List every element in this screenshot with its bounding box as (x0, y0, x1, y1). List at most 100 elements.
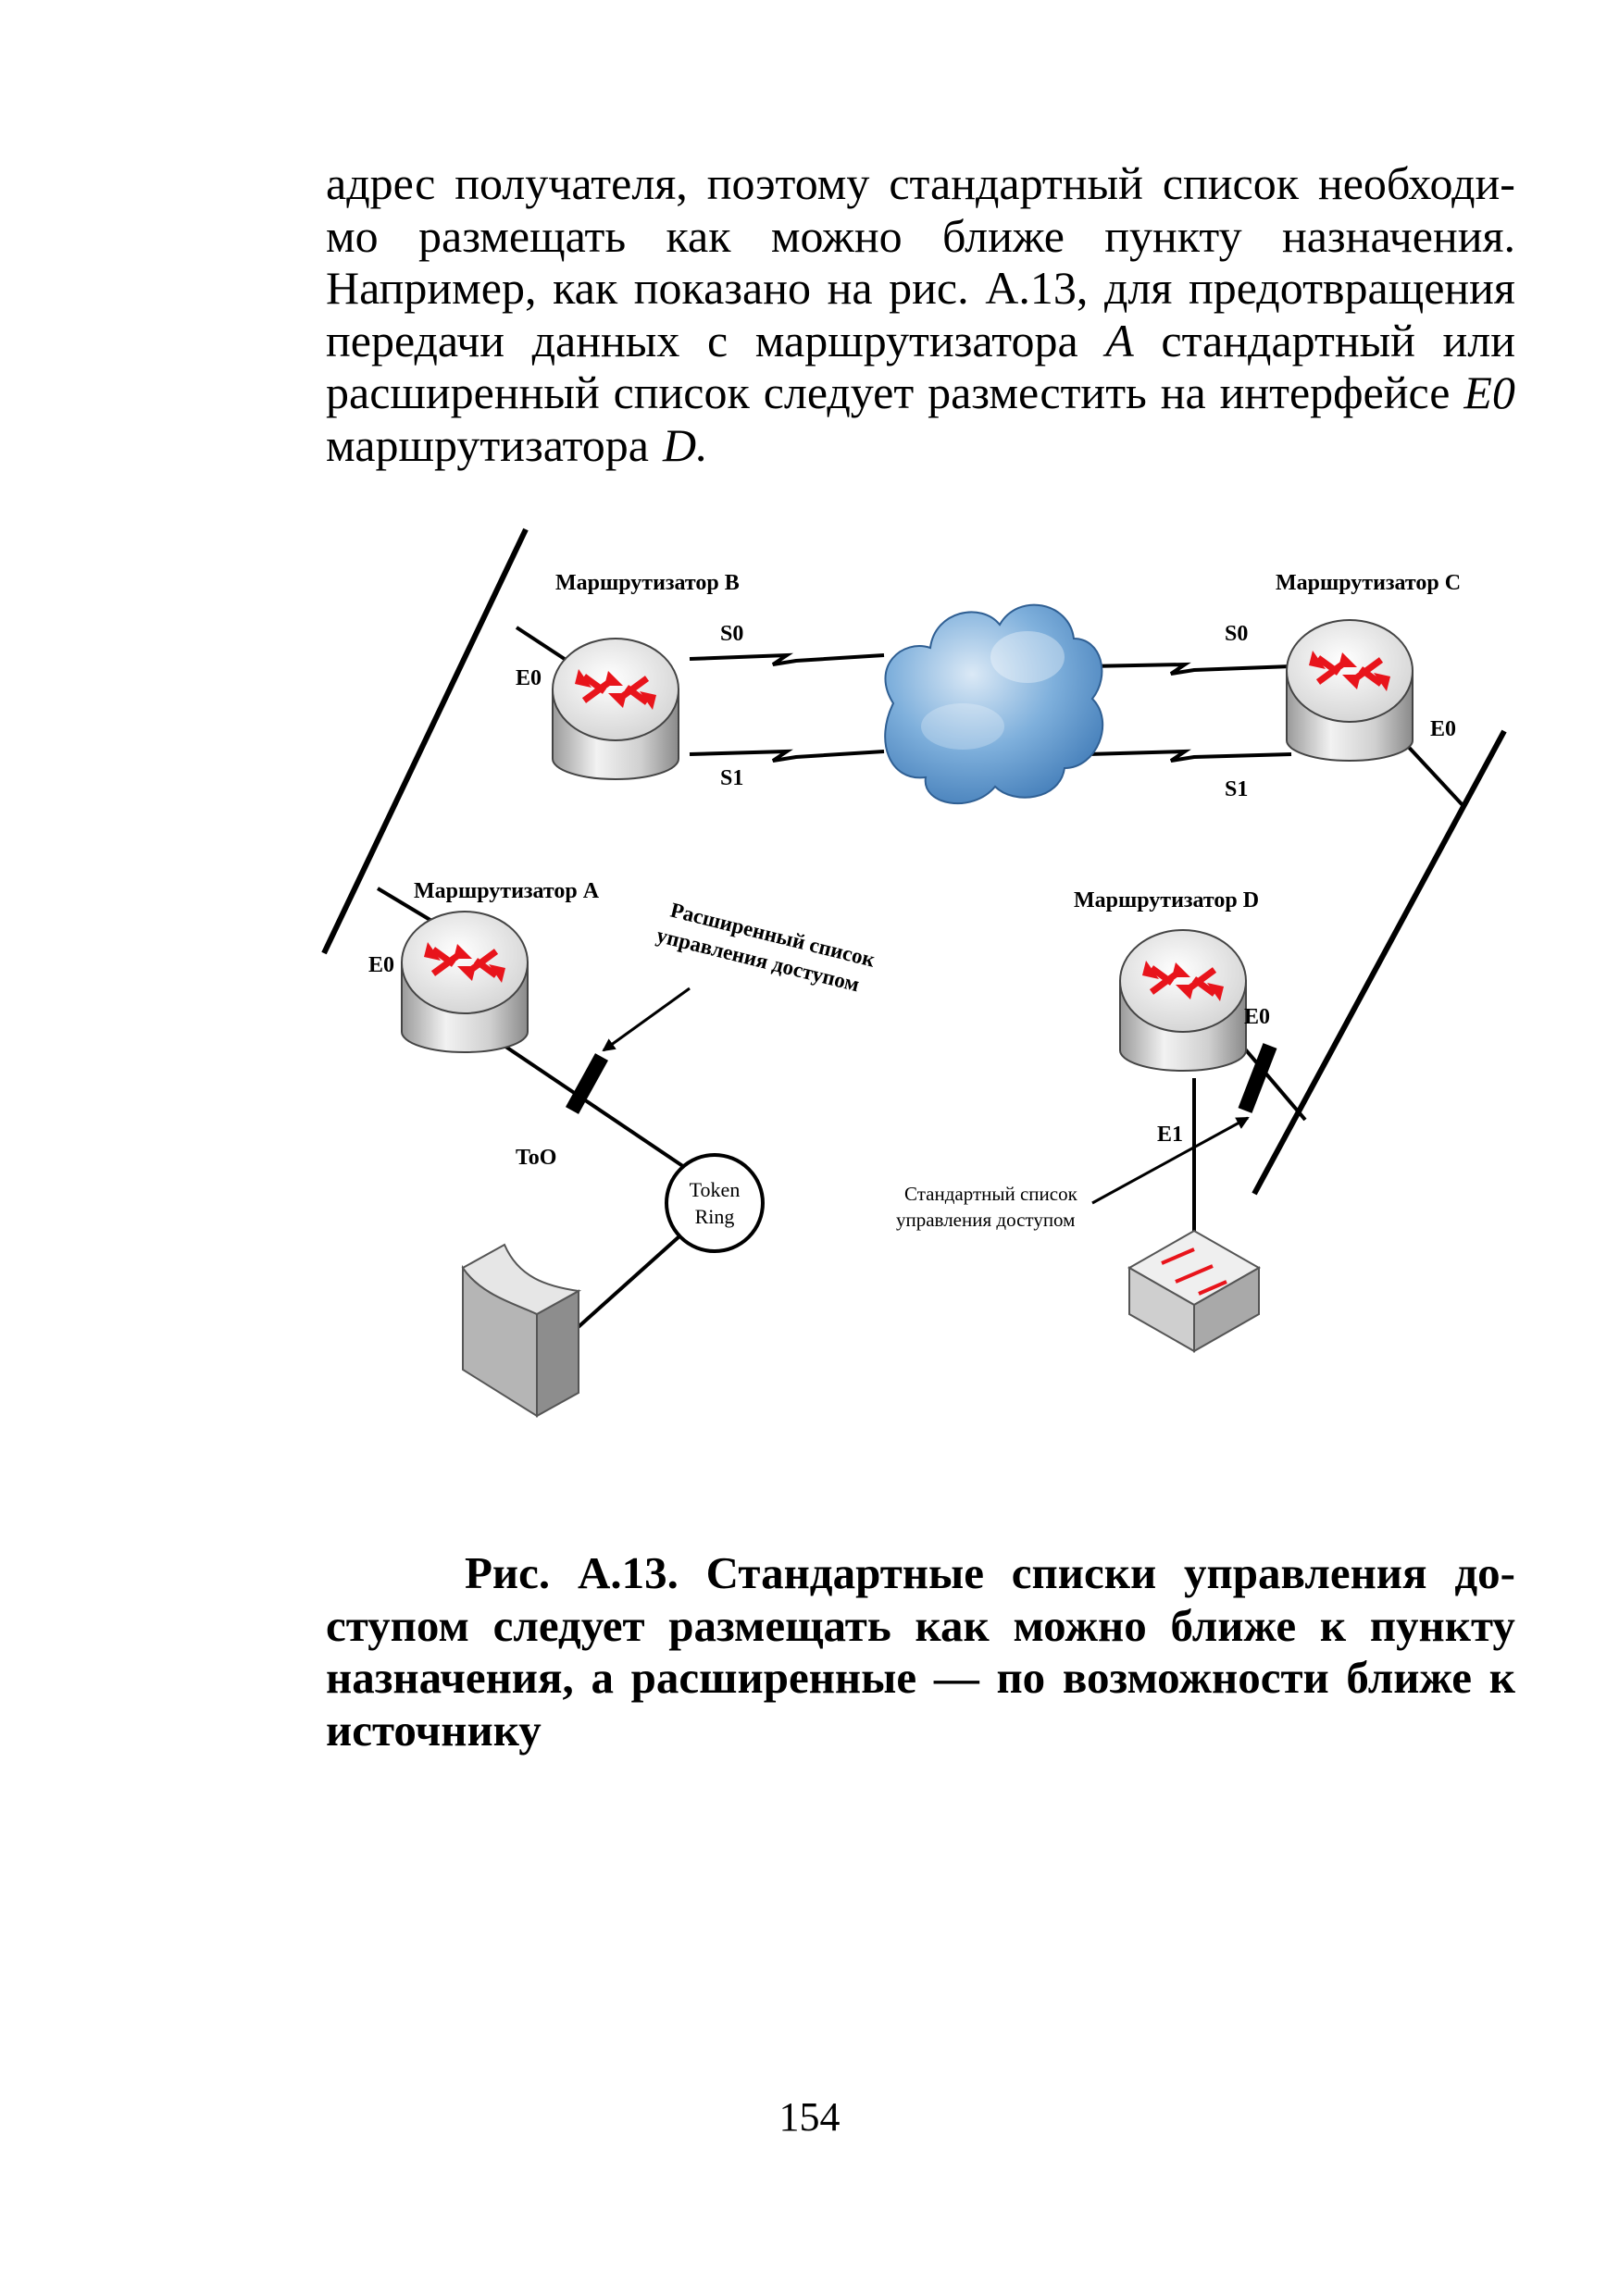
router-b-s1-label: S1 (720, 766, 743, 790)
body-word: список (1162, 157, 1300, 209)
router-b-icon (552, 638, 679, 780)
body-word: необходи- (1317, 157, 1515, 209)
caption-word: по (996, 1652, 1046, 1703)
router-b-e0-label: E0 (516, 666, 542, 690)
body-word: расширенный (326, 366, 600, 418)
token-ring-label-2: Ring (695, 1205, 735, 1228)
body-word: назначения. (1281, 209, 1515, 262)
caption-word: А.13. (577, 1547, 679, 1598)
standard-acl-marker (1238, 1043, 1277, 1113)
body-word: с (706, 314, 729, 366)
router-d-label: Маршрутизатор D (1074, 888, 1259, 912)
body-word: следует (763, 366, 915, 418)
caption-word: следует (492, 1599, 645, 1651)
router-c-icon (1286, 619, 1414, 762)
body-word: A (1105, 314, 1134, 366)
router-a-too-label: ToO (516, 1146, 556, 1170)
caption-word: до- (1454, 1547, 1515, 1598)
router-a-icon (401, 911, 529, 1053)
body-paragraph: адрес получателя, поэтому стандартный список… (326, 157, 1515, 471)
caption-word: управления (1184, 1547, 1427, 1598)
caption-word: ближе (1346, 1652, 1473, 1703)
caption-word: размещать (668, 1599, 891, 1651)
caption-word: а (591, 1652, 614, 1703)
router-c-label: Маршрутизатор C (1276, 571, 1461, 595)
extended-acl-marker (565, 1053, 609, 1114)
switch-icon (1127, 1229, 1262, 1353)
body-word: показано (633, 262, 811, 314)
caption-word: ступом (326, 1599, 469, 1651)
body-word: список (613, 366, 750, 418)
body-word: как (553, 262, 618, 314)
body-word: пункту (1104, 209, 1242, 262)
network-diagram: Маршрутизатор B Маршрутизатор C Маршрути… (321, 527, 1507, 1418)
caption-word: — (933, 1652, 979, 1703)
caption-word: пункту (1369, 1599, 1515, 1651)
body-word: стандартный (889, 157, 1143, 209)
caption-word: ближе (1170, 1599, 1297, 1651)
body-word: А.13, (985, 262, 1089, 314)
caption-word: возможности (1062, 1652, 1329, 1703)
page-number: 154 (778, 2094, 841, 2140)
body-word: поэтому (706, 157, 870, 209)
router-c-s1-label: S1 (1225, 777, 1248, 801)
body-word: мо (326, 209, 379, 262)
body-word: на (827, 262, 873, 314)
router-a-label: Маршрутизатор A (414, 879, 600, 903)
ethernet-segment-right (1252, 729, 1507, 1196)
serial-link-c-s1 (1087, 749, 1292, 763)
body-line: Например, как показано на рис. А.13, для предот… (326, 262, 1515, 315)
body-word: маршрутизатора (326, 418, 649, 471)
body-word: можно (770, 209, 903, 262)
router-c-e0-label: E0 (1430, 717, 1456, 741)
body-word: маршрутизатора (754, 314, 1078, 366)
router-b-s0-label: S0 (720, 622, 743, 646)
body-word: рис. (889, 262, 969, 314)
router-d-e1-label: E1 (1157, 1123, 1183, 1147)
body-word: передачи (326, 314, 505, 366)
caption-word: можно (1013, 1599, 1147, 1651)
router-a-e0-label: E0 (368, 953, 394, 977)
wan-cloud-icon (884, 603, 1104, 805)
standard-acl-note-1: Стандартный список (904, 1183, 1078, 1205)
body-word: размещать (418, 209, 627, 262)
workstation-icon (461, 1243, 582, 1418)
body-word: интерфейсе (1219, 366, 1451, 418)
router-d-e0-label: E0 (1244, 1005, 1270, 1029)
serial-link-b-s0 (689, 652, 885, 666)
body-word: на (1160, 366, 1206, 418)
caption-line: источнику (326, 1705, 1515, 1757)
caption-word: Рис. (465, 1547, 551, 1598)
serial-link-b-s1 (689, 749, 885, 763)
body-word: E0 (1463, 366, 1515, 418)
body-word: получателя, (455, 157, 688, 209)
body-word: Например, (326, 262, 537, 314)
body-word: ближе (941, 209, 1065, 262)
serial-link-c-s0 (1087, 662, 1292, 676)
router-b-label: Маршрутизатор B (555, 571, 740, 595)
caption-word: к (1319, 1599, 1347, 1651)
body-word: для (1103, 262, 1173, 314)
body-word: D. (662, 418, 708, 471)
router-c-s0-label: S0 (1225, 622, 1248, 646)
body-word: данных (531, 314, 680, 366)
body-word: адрес (326, 157, 436, 209)
caption-word: к (1488, 1652, 1515, 1703)
body-line: адрес получателя, поэтому стандартный список… (326, 157, 1515, 210)
router-d-icon (1119, 929, 1247, 1072)
ethernet-segment-left (321, 527, 529, 955)
caption-word: источнику (326, 1704, 542, 1756)
body-word: предотвращения (1189, 262, 1515, 314)
body-word: стандартный (1161, 314, 1415, 366)
body-word: или (1442, 314, 1515, 366)
token-ring-label-1: Token (690, 1178, 741, 1201)
caption-word: как (915, 1599, 990, 1651)
